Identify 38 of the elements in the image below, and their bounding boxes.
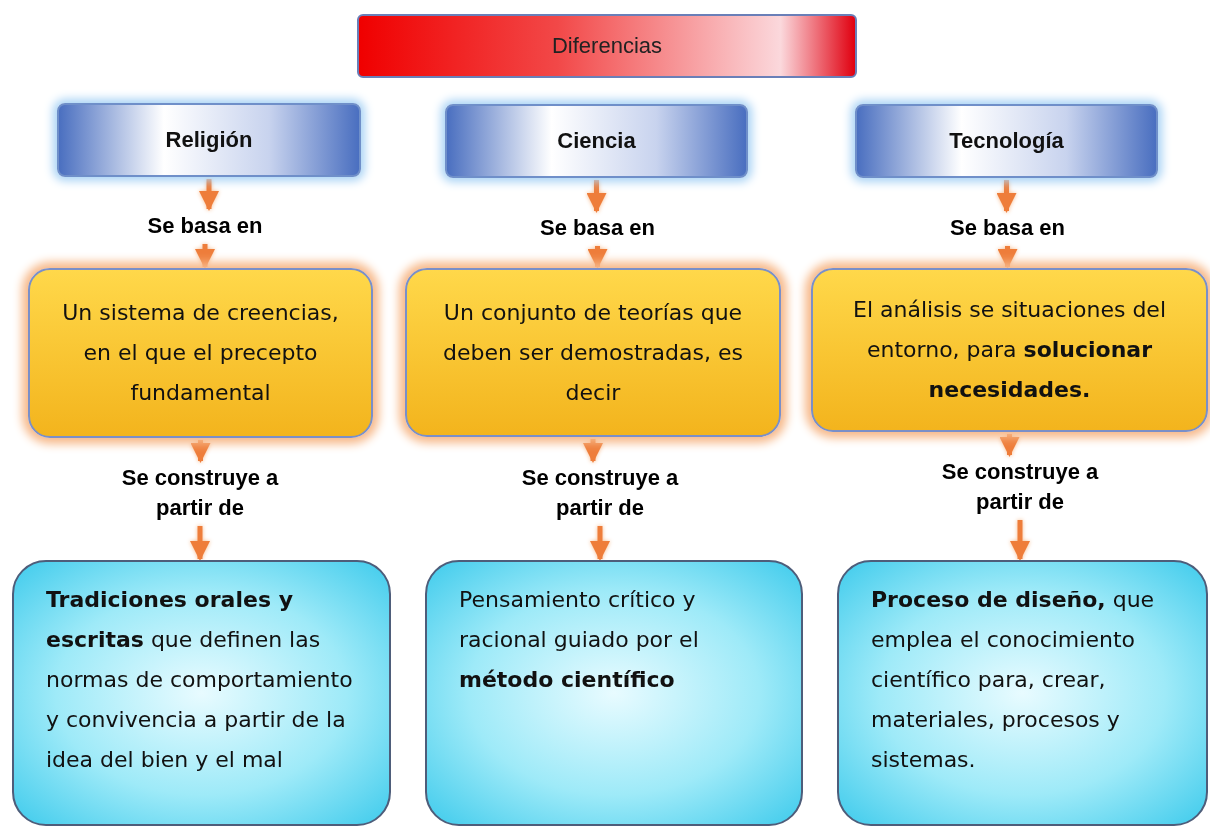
description-box — [28, 268, 373, 438]
box-text: Diferencias — [551, 33, 662, 59]
category-box — [445, 104, 748, 178]
arrow — [997, 246, 1018, 269]
category-box — [855, 104, 1158, 178]
arrow — [190, 440, 211, 463]
box-text: Tecnología — [949, 128, 1064, 154]
relation-text: Se construye a partir de — [520, 464, 680, 522]
relation-text: Se basa en — [950, 214, 1065, 243]
box-text: Un sistema de creencias, en el que el precepto fundamental — [61, 299, 340, 407]
arrow — [586, 180, 607, 213]
arrow — [583, 439, 603, 463]
arrow — [996, 180, 1017, 213]
box-text: Ciencia — [557, 128, 636, 154]
title-box — [357, 14, 857, 78]
detail-box — [837, 560, 1208, 826]
arrow — [590, 526, 610, 561]
category-box — [57, 103, 361, 177]
description-box — [405, 268, 781, 437]
description-box — [811, 268, 1208, 432]
detail-box — [12, 560, 391, 826]
box-text: Proceso de diseño, que emplea el conocimiento científico para, crear, materiales, procesos y sistemas. — [871, 586, 1156, 774]
box-text: Tradiciones orales y escritas que definen las normas de comportamiento y convivencia a partir de la idea del bien y el mal — [46, 586, 354, 774]
box-text: El análisis se situaciones del entorno, para solucionar necesidades. — [852, 296, 1167, 404]
arrow — [1010, 520, 1030, 561]
detail-box — [425, 560, 803, 826]
relation-text: Se construye a partir de — [120, 464, 280, 522]
arrow — [587, 246, 608, 269]
arrow — [195, 244, 215, 269]
box-text: Un conjunto de teorías que deben ser demostradas, es decir — [442, 298, 744, 407]
arrow — [999, 434, 1020, 457]
relation-text: Se basa en — [540, 214, 655, 243]
arrow — [190, 526, 210, 561]
relation-text: Se construye a partir de — [940, 458, 1100, 516]
arrow — [199, 179, 219, 211]
relation-text: Se basa en — [147, 212, 263, 241]
box-text: Religión — [165, 127, 253, 153]
box-text: Pensamiento crítico y racional guiado por el método científico — [459, 586, 700, 694]
